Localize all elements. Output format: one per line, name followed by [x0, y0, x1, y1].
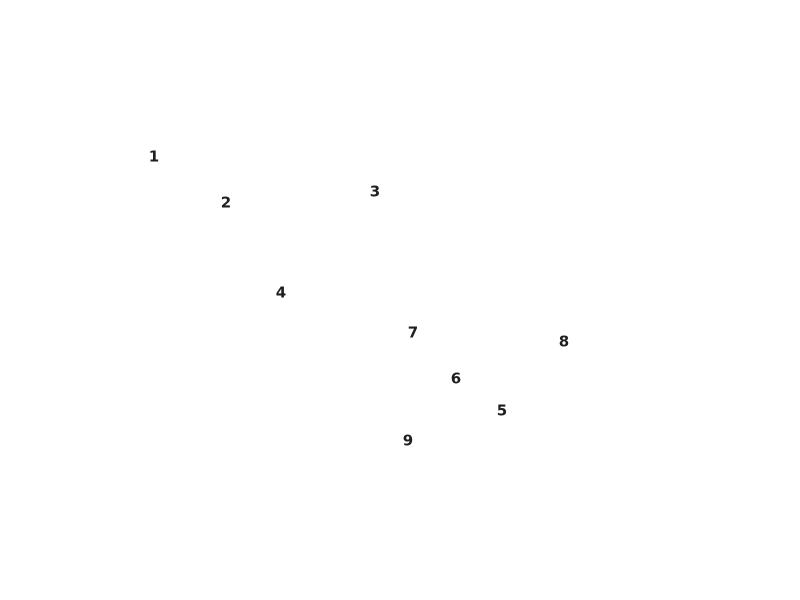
label-2: 2 [220, 193, 232, 212]
label-9: 9 [402, 431, 414, 450]
label-6: 6 [450, 369, 462, 388]
label-3: 3 [369, 182, 381, 201]
label-8: 8 [558, 332, 570, 351]
label-4: 4 [275, 283, 287, 302]
label-1: 1 [148, 147, 160, 166]
label-7: 7 [407, 323, 419, 342]
label-5: 5 [496, 401, 508, 420]
